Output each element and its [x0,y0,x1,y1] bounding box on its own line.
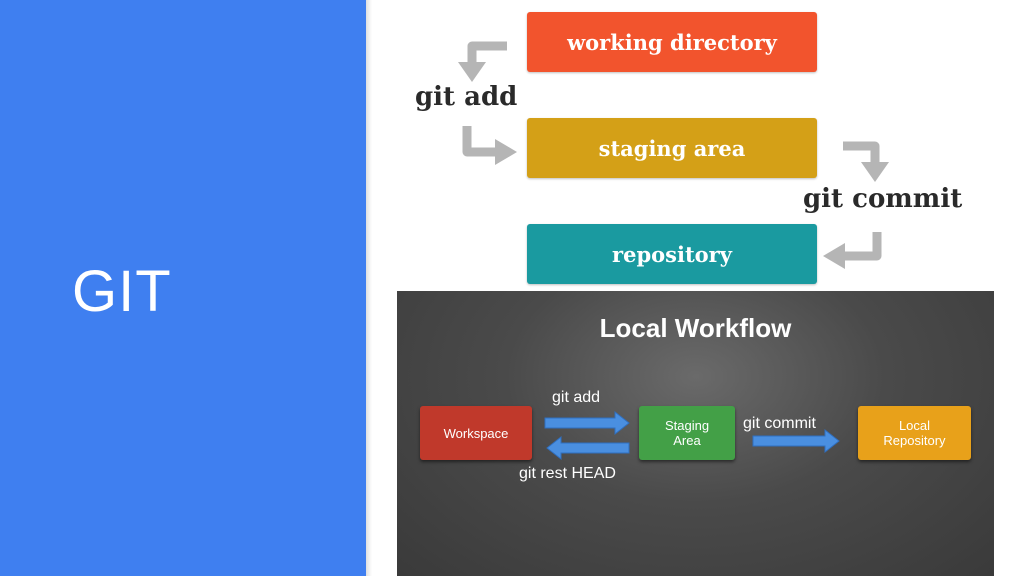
git-reset-arrow [546,435,630,461]
local-workflow-title: Local Workflow [599,313,792,343]
add-arrow-bottom [462,126,497,157]
local-line2: Repository [883,433,946,448]
working-directory-label: working directory [567,29,777,55]
slide-title: GIT [72,259,172,324]
wf-git-add-label: git add [552,389,601,406]
workflow-arrows [544,410,840,461]
staging-line1: Staging [664,418,710,433]
wf-git-commit-label: git commit [743,415,816,432]
add-arrowhead-bottom [495,139,517,165]
commit-arrow-bottom [843,232,882,261]
staging-area-wf-box: Staging Area [639,406,735,460]
local-line1: Local [898,418,931,433]
wf-git-reset-label: git rest HEAD [519,465,616,482]
stage-arrows [458,41,889,269]
git-commit-label: git commit [803,184,963,214]
staging-area-label: staging area [598,135,746,161]
commit-arrowhead-bottom [823,243,845,269]
commit-arrowhead-top [861,162,889,182]
workspace-label: Workspace [443,425,509,441]
git-add-label: git add [415,82,518,112]
git-add-arrow [544,410,630,436]
local-workflow-diagram: Local Workflow Workspace Staging Area Lo… [397,291,994,576]
add-arrow-top [467,41,507,64]
sidebar-shadow [366,0,372,576]
staging-line2: Area [673,433,701,448]
repository-label: repository [612,241,732,267]
staging-area-box: staging area [527,118,817,178]
repository-box: repository [527,224,817,284]
working-directory-box: working directory [527,12,817,72]
local-repository-box: Local Repository [858,406,971,460]
commit-arrow-top [843,141,880,164]
add-arrowhead-top [458,62,486,82]
git-stages-diagram: working directory staging area repositor… [397,6,994,288]
workspace-box: Workspace [420,406,532,460]
title-sidebar [0,0,366,576]
git-commit-arrow [752,428,840,454]
